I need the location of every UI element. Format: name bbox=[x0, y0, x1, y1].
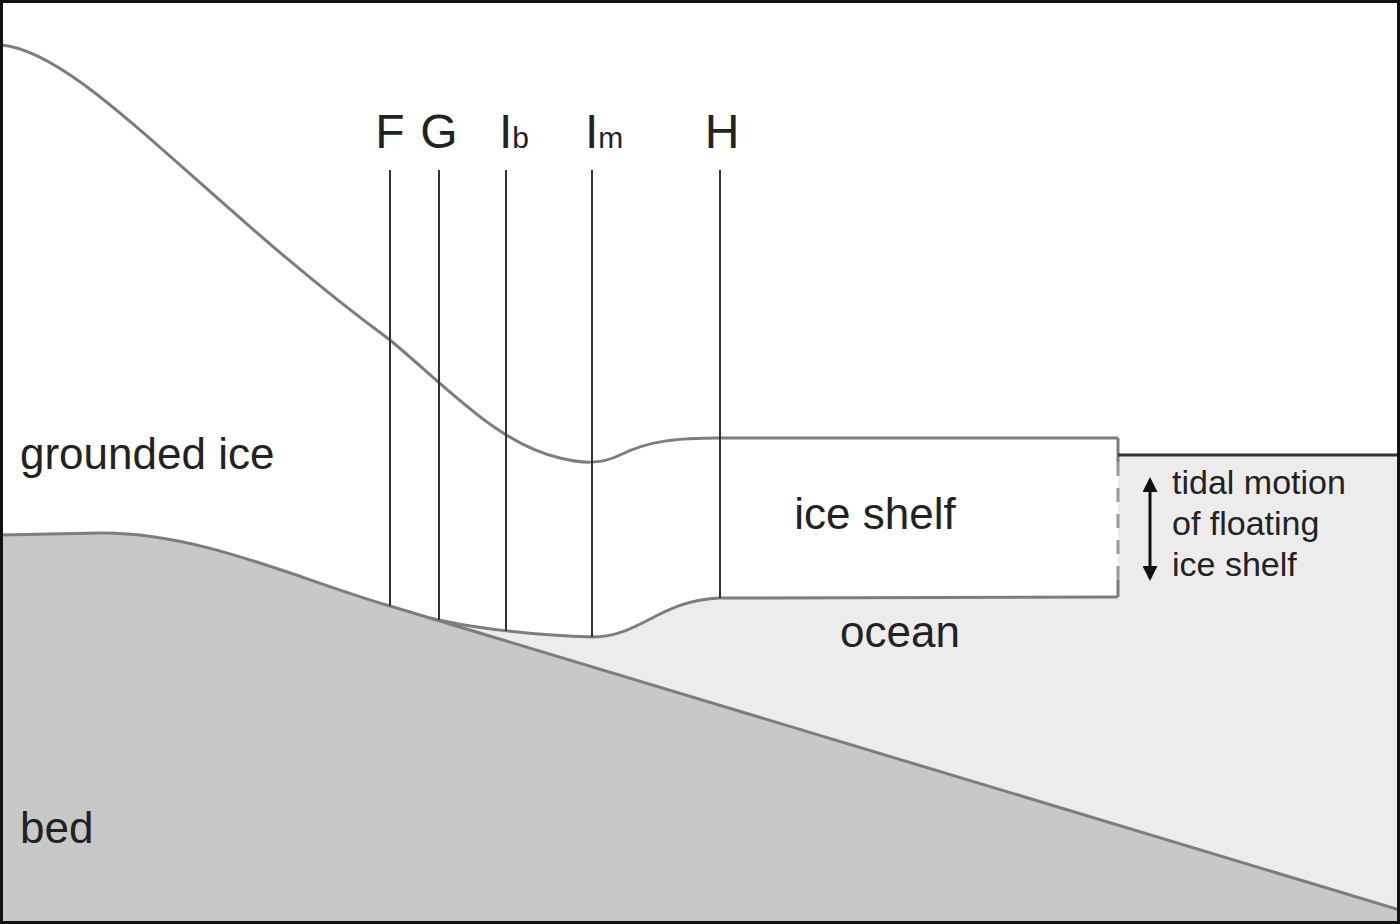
sea-surface-line bbox=[1118, 454, 1400, 457]
position-label: F bbox=[375, 108, 404, 156]
bed-rock bbox=[0, 533, 1400, 924]
region-label: ice shelf bbox=[794, 492, 955, 536]
ice-front-line bbox=[1117, 438, 1120, 462]
region-label: bed bbox=[20, 806, 93, 850]
position-line bbox=[591, 170, 593, 637]
position-label: Ib bbox=[499, 108, 529, 156]
bed-surface-line bbox=[0, 533, 1400, 910]
position-line bbox=[505, 170, 507, 631]
region-label: ocean bbox=[840, 610, 960, 654]
position-line bbox=[719, 170, 721, 598]
position-label: Im bbox=[585, 108, 623, 156]
position-line bbox=[389, 170, 391, 606]
ice-front-dashed bbox=[1117, 462, 1120, 580]
annotation-text: tidal motion of floating ice shelf bbox=[1172, 462, 1362, 585]
tidal-arrow bbox=[1149, 480, 1152, 578]
ice-front-line bbox=[1117, 580, 1120, 597]
position-line bbox=[438, 170, 440, 620]
position-label: H bbox=[705, 108, 740, 156]
ice-surface-line bbox=[0, 45, 1118, 462]
ice-base-line bbox=[430, 597, 1118, 637]
region-label: grounded ice bbox=[20, 432, 274, 476]
position-label: G bbox=[420, 108, 457, 156]
